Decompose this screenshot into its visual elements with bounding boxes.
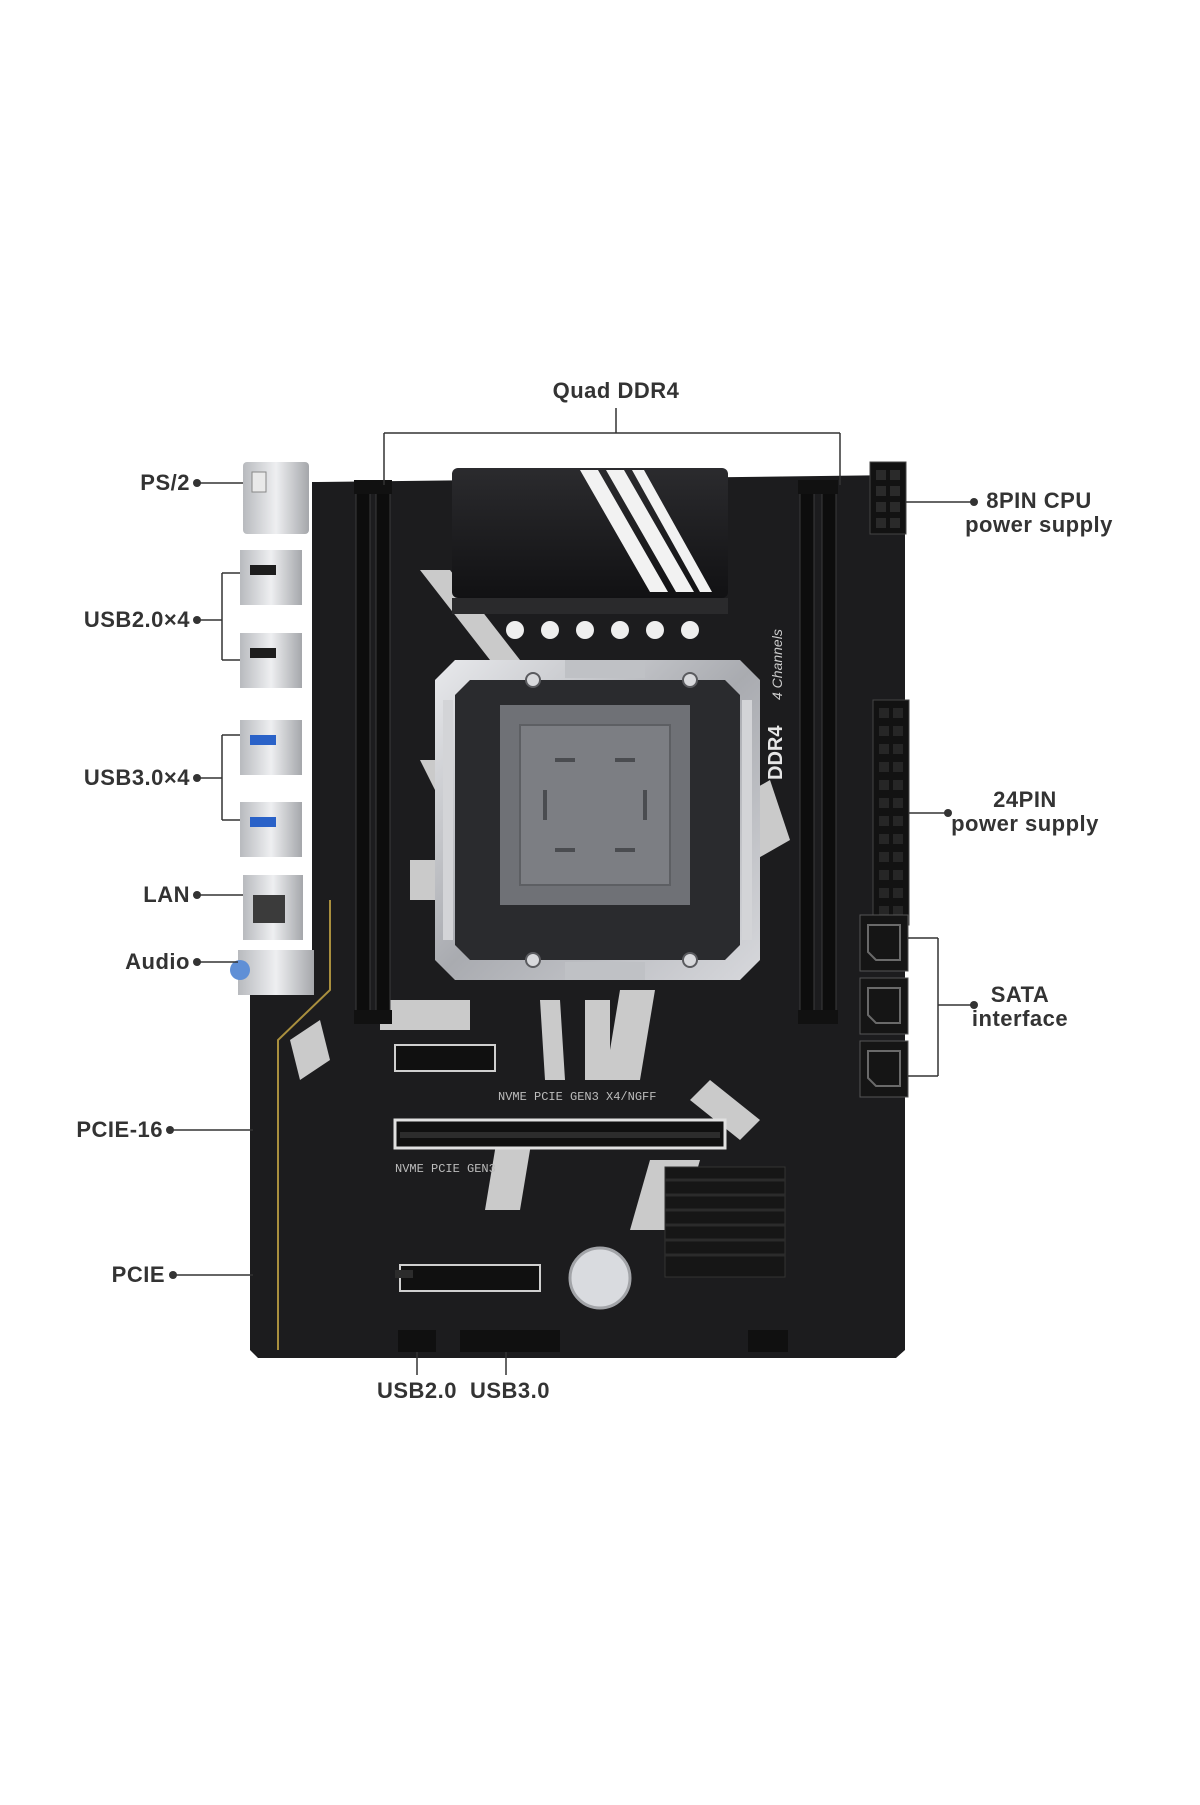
cpu-socket	[435, 660, 760, 980]
label-usb2x4: USB2.0×4	[83, 607, 190, 632]
label-8pin-power-supply: power supply	[965, 512, 1113, 537]
label-8pin-cpu: 8PIN CPU	[986, 488, 1092, 513]
callout-dots	[166, 479, 978, 1279]
silkscreen-nvme-1: NVME PCIE GEN3 X4/NGFF	[498, 1090, 656, 1104]
pcie-slots	[393, 1044, 727, 1292]
silkscreen-channels: 4 Channels	[769, 629, 785, 700]
label-sata-interface: interface	[971, 1006, 1069, 1031]
vrm-heatsink	[452, 468, 728, 639]
label-pcie16: PCIE-16	[76, 1117, 163, 1142]
cmos-battery	[568, 1246, 632, 1310]
label-lan: LAN	[143, 882, 190, 907]
right-connectors	[859, 461, 910, 1098]
label-audio: Audio	[125, 949, 190, 974]
label-24pin-power-supply: power supply	[951, 811, 1099, 836]
label-pcie: PCIE	[111, 1262, 165, 1287]
bottom-headers	[398, 1330, 788, 1352]
chipset-heatsink	[664, 1166, 786, 1278]
label-usb3x4: USB3.0×4	[83, 765, 190, 790]
chokes	[506, 621, 699, 639]
callout-lines	[170, 408, 974, 1375]
label-quad-ddr4: Quad DDR4	[552, 378, 680, 403]
silkscreen-ddr4: DDR4	[765, 725, 787, 780]
label-ps2: PS/2	[140, 470, 190, 495]
label-usb20-header: USB2.0	[376, 1378, 458, 1403]
rear-io	[230, 462, 314, 995]
label-sata: SATA	[990, 982, 1050, 1007]
label-24pin: 24PIN	[993, 787, 1057, 812]
silkscreen-nvme-2: NVME PCIE GEN3	[395, 1162, 496, 1176]
label-usb30-header: USB3.0	[469, 1378, 551, 1403]
board-text: DDR4 4 Channels NVME PCIE GEN3 X4/NGFF N…	[395, 629, 787, 1176]
dimm-slots	[354, 480, 838, 1024]
